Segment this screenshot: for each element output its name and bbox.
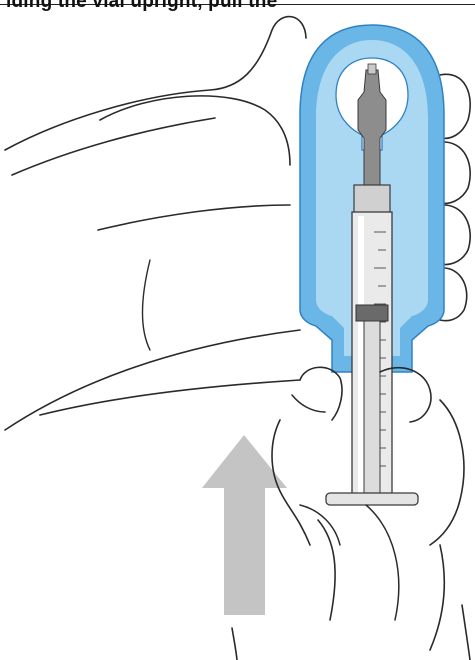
left-forearm-upper [12, 118, 215, 175]
plunger-stopper [356, 305, 388, 321]
arm-line-left [232, 628, 237, 660]
arm-line-right [462, 605, 470, 660]
left-wrist-inner [143, 260, 151, 350]
left-thumb [100, 96, 290, 165]
left-palm-lower [98, 205, 290, 230]
lower-hand-finger-lower [300, 505, 340, 545]
arrow-up-icon [202, 435, 287, 615]
left-wrist-line [5, 330, 300, 430]
lower-hand-wrist [430, 545, 444, 650]
syringe-flange [326, 493, 418, 505]
syringe-hub [354, 185, 390, 213]
lower-hand-right-contour [430, 400, 464, 545]
vial-spike-tip [368, 64, 376, 74]
lower-hand-heel [366, 505, 399, 620]
syringe-barrel-shine [358, 216, 364, 493]
lower-hand-palm [318, 520, 335, 620]
plunger-rod [364, 321, 380, 497]
lower-hand-knuckle [292, 395, 325, 412]
left-forearm-lower [40, 380, 300, 415]
